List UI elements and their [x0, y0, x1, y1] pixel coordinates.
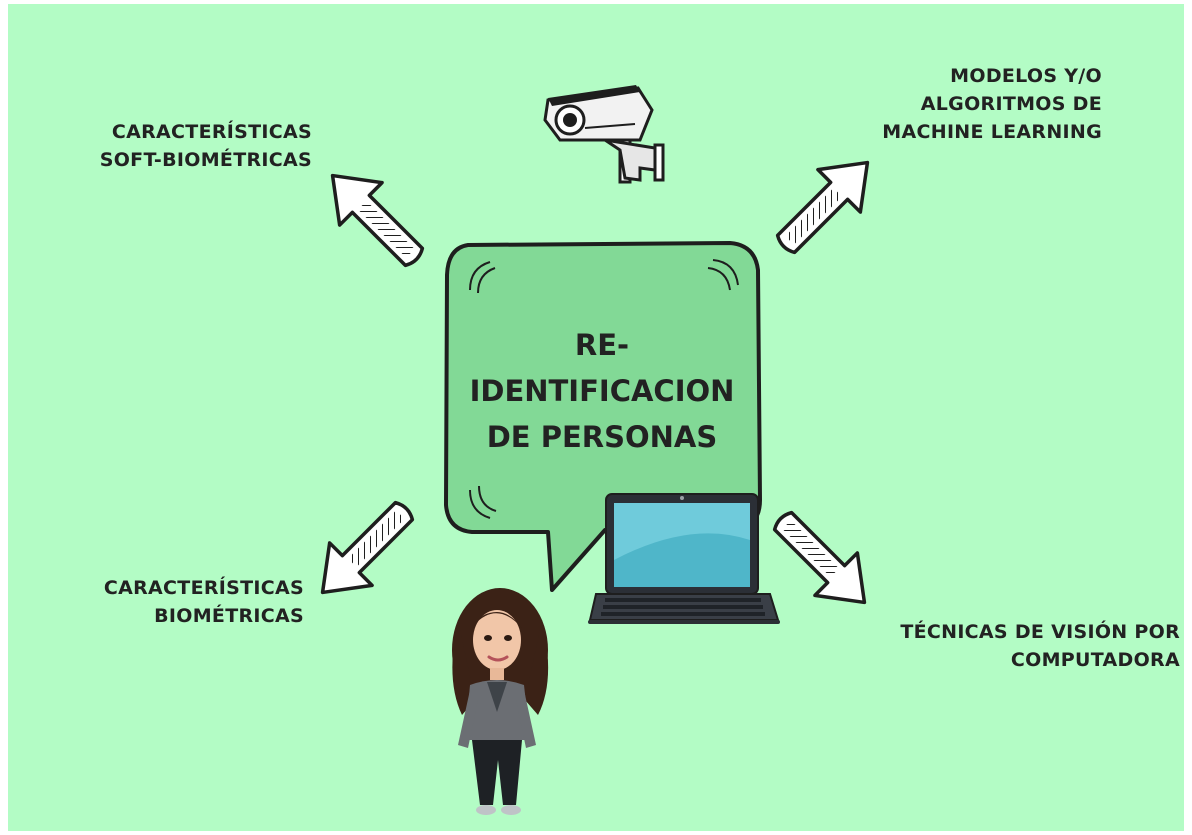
- topic-line: TÉCNICAS DE VISIÓN POR: [900, 621, 1180, 643]
- topic-line: BIOMÉTRICAS: [154, 605, 304, 627]
- topic-soft-biometric: CARACTERÍSTICAS SOFT-BIOMÉTRICAS: [70, 118, 312, 174]
- arrow-icon: [775, 160, 870, 255]
- topic-line: MODELOS Y/O: [950, 65, 1102, 87]
- topic-line: CARACTERÍSTICAS: [103, 577, 304, 599]
- center-title-line: IDENTIFICACION: [469, 374, 735, 408]
- topic-biometric: CARACTERÍSTICAS BIOMÉTRICAS: [60, 574, 304, 630]
- topic-ml-models: MODELOS Y/O ALGORITMOS DE MACHINE LEARNI…: [830, 62, 1102, 146]
- center-title-line: RE-: [574, 328, 630, 362]
- laptop-icon: [588, 493, 780, 624]
- arrow-icon: [772, 510, 867, 605]
- topic-line: MACHINE LEARNING: [882, 121, 1102, 143]
- avatar-woman-icon: [452, 588, 549, 815]
- topic-line: ALGORITMOS DE: [920, 93, 1102, 115]
- arrow-icon: [330, 173, 425, 268]
- security-camera-icon: [543, 85, 665, 184]
- arrow-icon: [320, 500, 415, 595]
- topic-line: CARACTERÍSTICAS: [111, 121, 312, 143]
- topic-computer-vision: TÉCNICAS DE VISIÓN POR COMPUTADORA: [860, 618, 1180, 674]
- topic-line: SOFT-BIOMÉTRICAS: [99, 149, 312, 171]
- center-title: RE- IDENTIFICACION DE PERSONAS: [452, 322, 752, 460]
- topic-line: COMPUTADORA: [1010, 649, 1180, 671]
- center-title-line: DE PERSONAS: [486, 420, 718, 454]
